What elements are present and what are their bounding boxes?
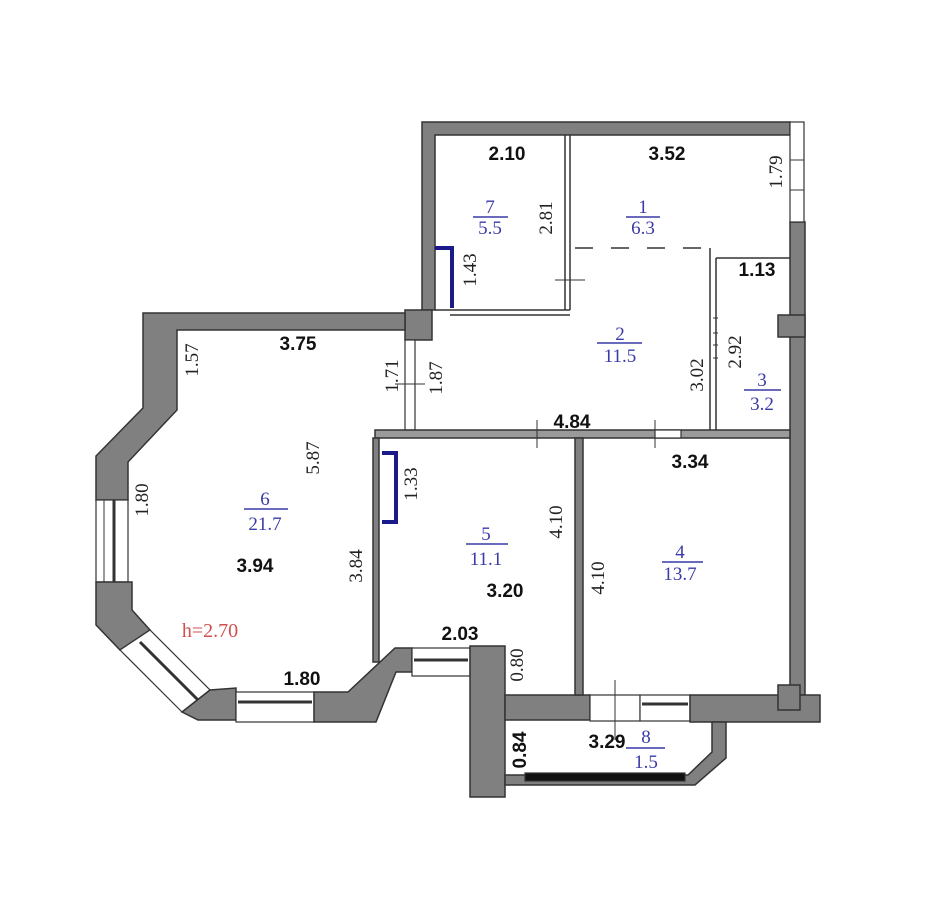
closet-room-7 <box>435 246 454 308</box>
svg-text:8: 8 <box>641 727 651 748</box>
svg-text:1.5: 1.5 <box>634 752 658 773</box>
dimension-label: 2.03 <box>442 624 479 645</box>
room-label-6: 6 21.7 <box>244 489 288 535</box>
dimension-label: 5.87 <box>303 441 324 474</box>
svg-text:5.5: 5.5 <box>478 218 502 239</box>
wall-balcony-left <box>469 645 506 798</box>
dimension-label: 4.84 <box>554 412 591 433</box>
room-label-7: 7 5.5 <box>473 197 508 239</box>
dimension-label: 3.34 <box>672 452 709 473</box>
wall-6-5 <box>372 437 380 663</box>
room-label-2: 2 11.5 <box>597 324 642 367</box>
dimension-label: 4.10 <box>588 561 609 594</box>
dimension-label: 1.87 <box>426 361 447 394</box>
dimension-label: 1.57 <box>182 343 203 376</box>
dimension-label: 1.79 <box>766 155 787 188</box>
svg-text:21.7: 21.7 <box>248 514 281 535</box>
dimension-label: 1.43 <box>460 253 481 286</box>
room-label-1: 1 6.3 <box>626 197 660 239</box>
room-label-4: 4 13.7 <box>662 542 703 585</box>
dimension-label: 0.84 <box>510 731 531 768</box>
dimension-label: 2.81 <box>536 201 557 234</box>
dimension-label: 3.84 <box>346 549 367 583</box>
dimension-label: 3.20 <box>487 581 524 602</box>
dimension-label: 1.13 <box>739 260 776 281</box>
dimension-label: 3.52 <box>649 144 686 165</box>
wall-2-4 <box>374 429 791 439</box>
room-label-8: 8 1.5 <box>626 727 665 773</box>
svg-text:11.5: 11.5 <box>604 346 637 367</box>
dimension-label: 2.92 <box>725 335 746 368</box>
svg-text:11.1: 11.1 <box>470 549 503 570</box>
dimension-label: 3.94 <box>237 556 274 577</box>
window-room-1 <box>789 121 805 223</box>
wall-5-4 <box>574 437 584 696</box>
window-room-4 <box>639 694 691 722</box>
svg-text:1: 1 <box>638 197 648 218</box>
dimension-label: 1.80 <box>284 669 321 690</box>
svg-text:3.2: 3.2 <box>750 394 774 415</box>
dimension-label: 3.75 <box>280 334 317 355</box>
wall-pillar-bottom <box>777 684 801 711</box>
dimension-label: 1.71 <box>382 359 403 392</box>
dimension-label: 4.10 <box>546 505 567 538</box>
wall-bottom-mid <box>313 647 413 723</box>
svg-text:3: 3 <box>757 370 767 391</box>
room-label-5: 5 11.1 <box>466 524 508 570</box>
dimension-label: 3.29 <box>589 732 626 753</box>
door-room-6 <box>404 339 416 431</box>
dimension-label: 3.02 <box>687 358 708 391</box>
dimension-label: 1.80 <box>132 483 153 516</box>
wall-balcony-top <box>504 694 591 721</box>
svg-text:7: 7 <box>485 197 495 218</box>
svg-text:13.7: 13.7 <box>663 564 696 585</box>
window-balcony <box>524 772 686 782</box>
svg-text:4: 4 <box>675 542 685 563</box>
wall-corner <box>404 309 433 341</box>
wall-room-6-top <box>95 312 406 501</box>
dimension-label: 2.10 <box>489 144 526 165</box>
window-room-6-bottom <box>235 691 315 723</box>
dimension-label: 0.80 <box>507 648 528 681</box>
room-label-3: 3 3.2 <box>744 370 781 415</box>
svg-text:5: 5 <box>481 524 491 545</box>
svg-text:6: 6 <box>260 489 270 510</box>
window-room-5 <box>411 647 471 677</box>
wall-right <box>789 221 806 696</box>
window-left <box>95 499 129 583</box>
wall-pillar <box>777 314 806 338</box>
ceiling-height-label: h=2.70 <box>182 620 238 642</box>
svg-text:6.3: 6.3 <box>631 218 655 239</box>
dimension-label: 1.33 <box>401 467 422 500</box>
closet-room-5 <box>382 451 398 524</box>
svg-text:2: 2 <box>615 324 625 345</box>
